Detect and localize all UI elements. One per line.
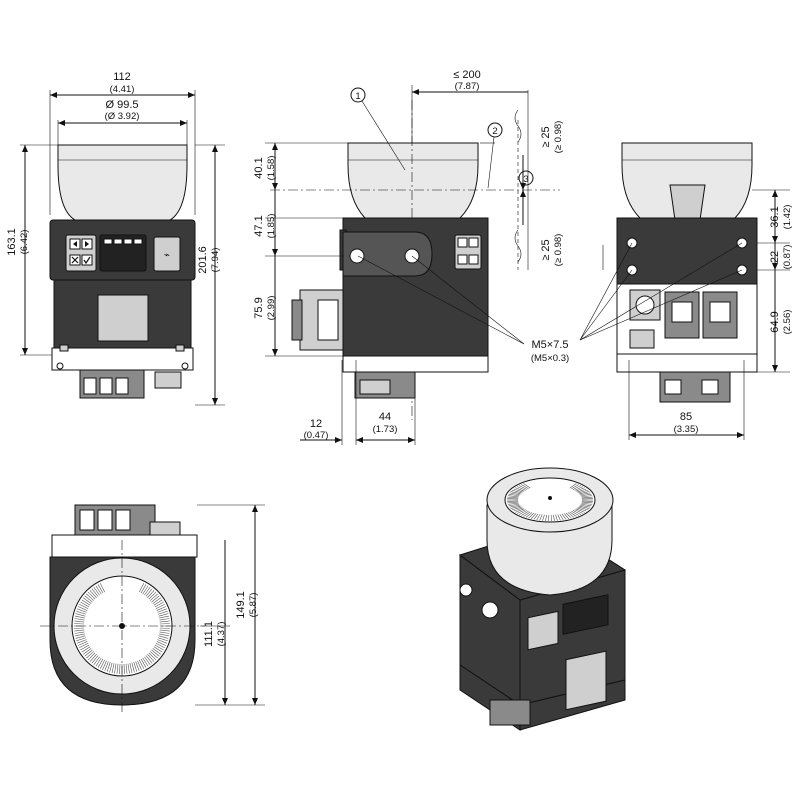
side-conn-in: (1.73) — [373, 424, 398, 435]
back-h-low-in: (2.56) — [782, 310, 793, 335]
back-h-top-mm: 36.1 — [769, 206, 781, 227]
callout-3: 3 — [523, 174, 528, 185]
front-h2-mm: 201.6 — [197, 246, 209, 274]
back-h-hole-mm: 22 — [769, 251, 781, 263]
side-dome-in: (1.58) — [266, 156, 277, 181]
top-half-in: (4.37) — [216, 622, 227, 647]
svg-text:⌁: ⌁ — [164, 250, 170, 261]
top-view: 149.1 (5.87) 111.1 (4.37) — [40, 504, 265, 715]
side-dome-mm: 40.1 — [253, 157, 265, 178]
front-h1-in: (6.42) — [19, 230, 30, 255]
side-off-in: (0.47) — [304, 430, 329, 441]
top-depth-in: (5.87) — [248, 593, 259, 618]
scan-tick-ring — [74, 583, 170, 674]
side-gap-top-in: (≥ 0.98) — [553, 121, 564, 154]
thread-in: (M5×0.3) — [531, 353, 569, 364]
usb-icon — [153, 236, 181, 272]
front-width-in: (4.41) — [110, 84, 135, 95]
back-h-top-in: (1.42) — [782, 205, 793, 230]
side-gap-top-mm: ≥ 25 — [540, 126, 552, 147]
side-low-in: (2.99) — [266, 296, 277, 321]
side-gap-bot-mm: ≥ 25 — [540, 239, 552, 260]
front-h1-mm: 163.1 — [6, 228, 18, 256]
isometric-view — [458, 467, 627, 731]
side-view: ≤ 200 (7.87) — [253, 69, 569, 445]
side-low-mm: 75.9 — [253, 297, 265, 318]
side-conn-mm: 44 — [379, 411, 391, 423]
side-reach-in: (7.87) — [455, 81, 480, 92]
back-view: 36.1 (1.42) 22 (0.87) 64.9 (2.56) 85 (3.… — [579, 142, 793, 440]
front-view: 112 (4.41) Ø 99.5 (Ø 3.92) — [6, 71, 225, 406]
front-dia-in: (Ø 3.92) — [105, 111, 140, 122]
top-depth-mm: 149.1 — [235, 591, 247, 619]
back-width-mm: 85 — [680, 411, 692, 423]
side-mid-in: (1.85) — [266, 214, 277, 239]
front-width-mm: 112 — [113, 71, 131, 83]
top-half-mm: 111.1 — [203, 621, 215, 647]
thread-mm: M5×7.5 — [532, 339, 569, 351]
back-width-in: (3.35) — [674, 424, 699, 435]
confirm-check-icon — [81, 254, 93, 266]
callout-2: 2 — [492, 126, 497, 137]
side-off-mm: 12 — [310, 418, 322, 430]
side-gap-bot-in: (≥ 0.98) — [553, 234, 564, 267]
callout-1: 1 — [355, 91, 360, 102]
side-mid-mm: 47.1 — [253, 215, 265, 236]
front-dia-mm: Ø 99.5 — [105, 99, 138, 111]
side-reach-mm: ≤ 200 — [453, 69, 480, 81]
back-h-hole-in: (0.87) — [782, 245, 793, 270]
iso-tick-ring — [507, 483, 593, 522]
back-h-low-mm: 64.9 — [769, 311, 781, 332]
front-h2-in: (7.94) — [210, 248, 221, 273]
